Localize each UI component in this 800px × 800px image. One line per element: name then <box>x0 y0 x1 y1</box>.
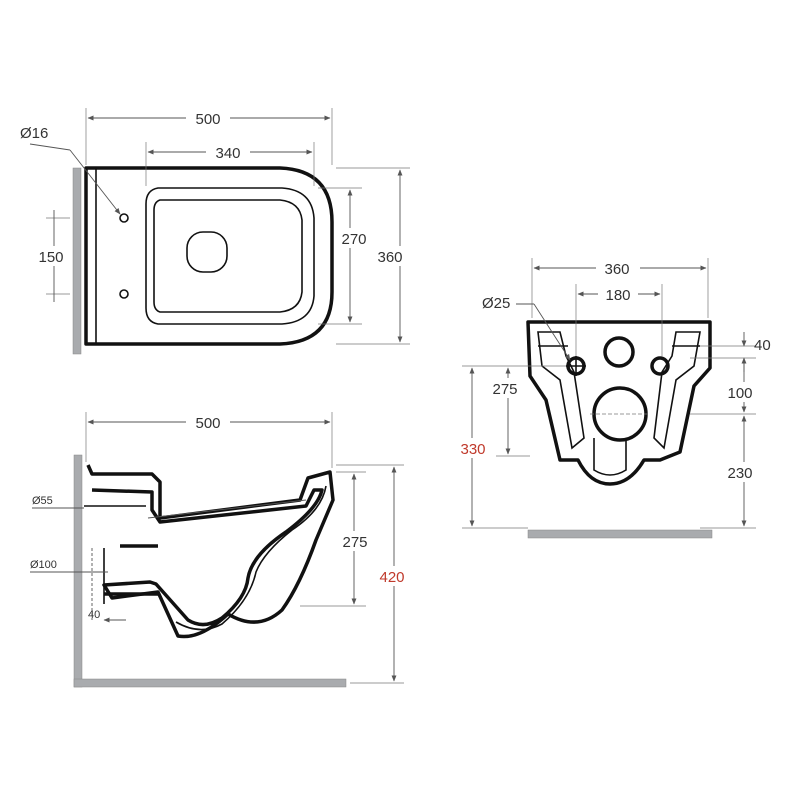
fixing-hole-lower <box>119 289 129 299</box>
rear-right-cavity <box>653 331 701 450</box>
water-inlet <box>603 336 635 368</box>
outlet-axis <box>147 499 307 519</box>
rear-outline <box>526 320 712 486</box>
floor-section <box>73 678 347 688</box>
dim-rear-hole-spacing: 180 <box>605 287 630 304</box>
waste-neck <box>593 438 627 476</box>
dim-waste-offset: 40 <box>88 609 100 621</box>
wall-plate <box>72 167 82 355</box>
bowl-section-outer <box>86 464 335 639</box>
drain-opening <box>186 231 228 273</box>
bowl-section-inner <box>175 485 327 631</box>
dim-length-inner: 340 <box>215 145 240 162</box>
floor-plate <box>527 529 713 539</box>
dim-rear-holes-drop: 100 <box>727 385 752 402</box>
dim-rear-waste-height: 230 <box>727 465 752 482</box>
dim-total-height: 420 <box>379 569 404 586</box>
dim-side-length: 500 <box>195 415 220 432</box>
dim-outlet-diameter: Ø55 <box>32 495 53 507</box>
dim-length-total: 500 <box>195 111 220 128</box>
dim-hole-spacing: 150 <box>38 249 63 266</box>
wall-section <box>73 454 83 688</box>
dim-waste-diameter: Ø100 <box>30 559 57 571</box>
dim-rear-width: 360 <box>604 261 629 278</box>
dim-rear-hole-diameter: Ø25 <box>482 295 510 312</box>
dim-width-total: 360 <box>377 249 402 266</box>
fixing-hole-right <box>650 356 670 376</box>
bowl-inner <box>153 199 303 313</box>
rear-view: 360 180 Ø25 40 100 230 275 <box>456 258 771 539</box>
top-view: 500 340 Ø16 150 270 360 <box>20 108 414 355</box>
dim-hole-diameter: Ø16 <box>20 125 48 142</box>
dim-bowl-height: 275 <box>342 534 367 551</box>
bowl-outline <box>84 166 334 346</box>
dim-rear-top-offset: 40 <box>754 337 771 354</box>
fixing-hole-upper <box>119 213 129 223</box>
dim-rear-holes-floor: 330 <box>460 441 485 458</box>
dim-rear-holes-height: 275 <box>492 381 517 398</box>
rear-left-cavity <box>537 331 585 450</box>
side-view: 500 Ø55 Ø100 40 275 420 <box>30 412 414 688</box>
dim-width-inner: 270 <box>341 231 366 248</box>
bowl-rim <box>145 187 315 325</box>
